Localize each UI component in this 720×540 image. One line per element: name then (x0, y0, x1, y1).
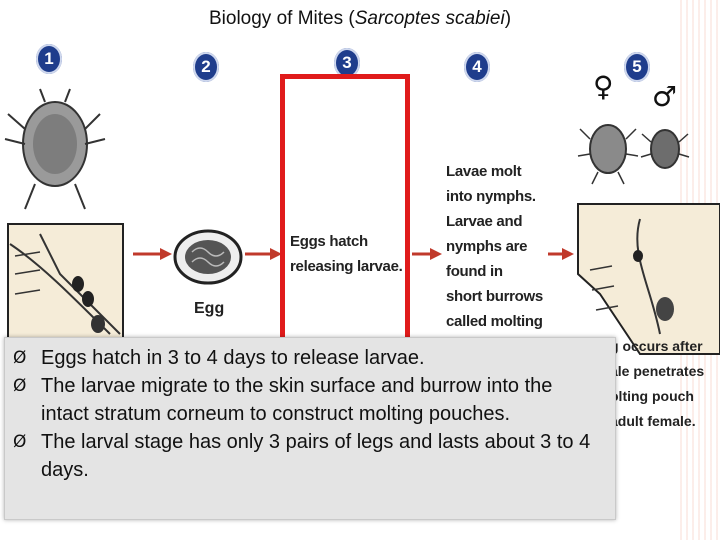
page-title: Biology of Mites (Sarcoptes scabiei) (208, 8, 512, 29)
adult-mite-illustration (4, 88, 106, 210)
step-5-badge: 5 (624, 52, 650, 82)
female-mite-illustration (577, 124, 639, 185)
arrow-bullet-icon: Ø (13, 432, 27, 452)
arrows (133, 248, 574, 260)
egg-illustration (173, 229, 243, 285)
highlight-box (280, 74, 410, 374)
male-symbol: ♂ (652, 80, 678, 113)
skin-pouch-illustration (577, 203, 720, 355)
arrow-bullet-icon: Ø (13, 348, 27, 368)
egg-label: Egg (194, 300, 225, 317)
male-mite-illustration (640, 129, 690, 169)
step-5-text-fragment: g occurs after ale penetrates olting pou… (610, 338, 705, 429)
step-4-badge: 4 (464, 52, 490, 82)
step-3-badge: 3 (334, 48, 360, 78)
arrow-bullet-icon: Ø (13, 376, 27, 396)
step-3-text: Eggs hatch releasing larvae. (290, 233, 403, 275)
female-symbol: ♀ (593, 70, 614, 103)
step-1-badge: 1 (36, 44, 62, 74)
step-4-text: Lavae molt into nymphs. Larvae and nymph… (446, 163, 543, 330)
step-2-badge: 2 (193, 52, 219, 82)
